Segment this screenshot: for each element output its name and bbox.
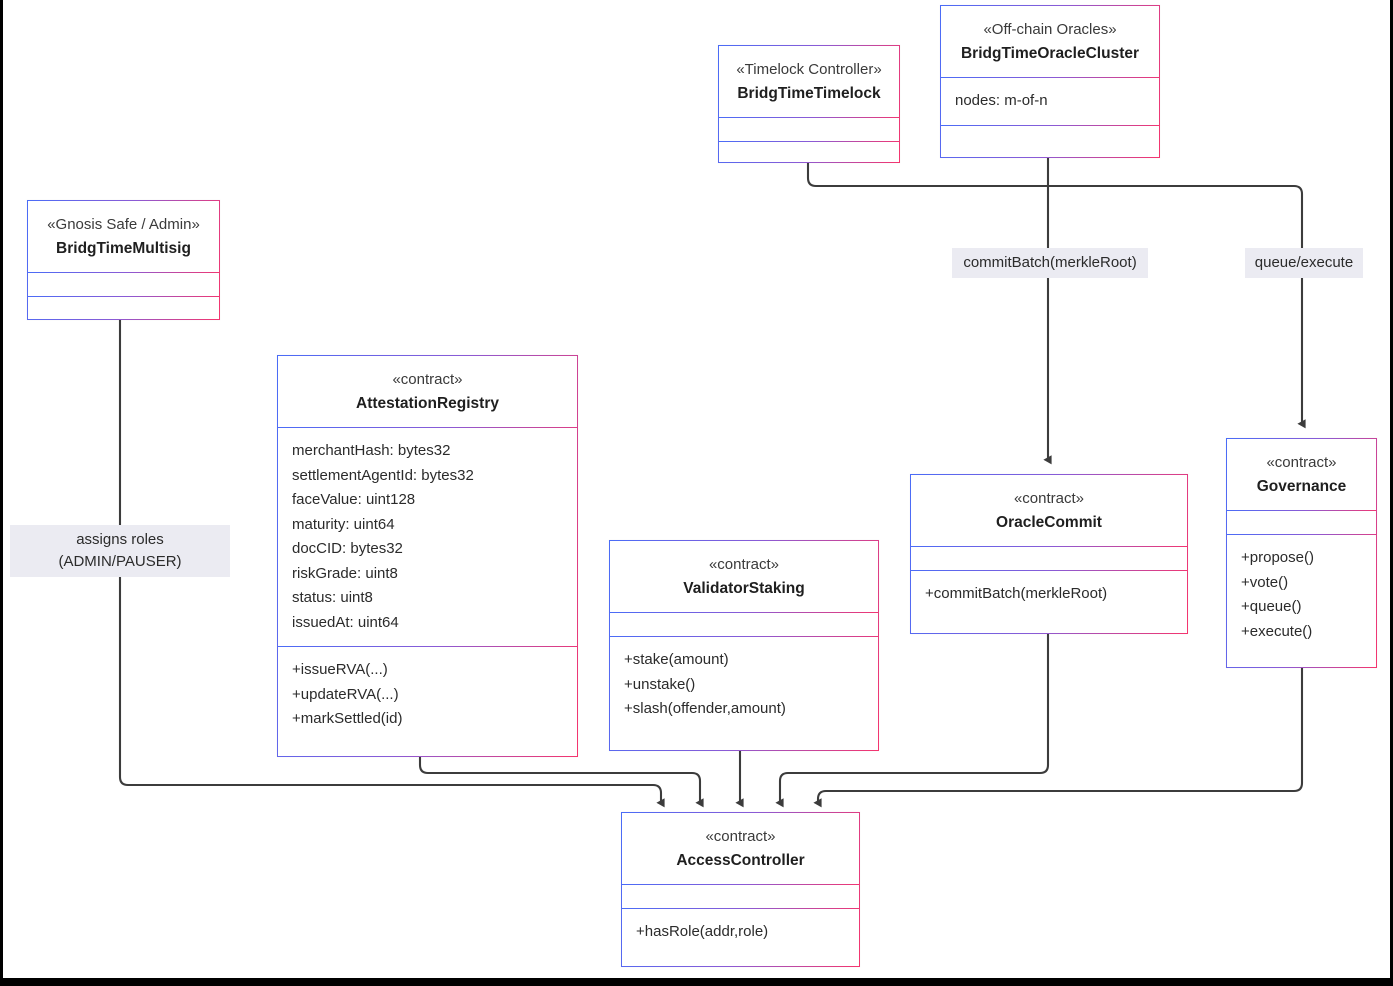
node-stereotype: «contract» (1013, 490, 1085, 507)
attribute-row: status: uint8 (292, 589, 373, 606)
edge-timelock-to-governance (806, 163, 1306, 429)
node-attributes (719, 117, 899, 141)
edge-attestationregistry-to-accesscontroller (418, 757, 704, 808)
node-stereotype: «Timelock Controller» (736, 61, 882, 78)
frame-edge-bottom (0, 978, 1393, 986)
operation-row: +markSettled(id) (292, 710, 403, 727)
node-class-name: OracleCommit (996, 514, 1102, 531)
node-oracle-commit[interactable]: «contract» OracleCommit +commitBatch(mer… (910, 474, 1188, 634)
node-attributes (622, 884, 859, 908)
edge-label-assigns-roles: assigns roles (ADMIN/PAUSER) (10, 525, 230, 577)
operation-row: +hasRole(addr,role) (636, 923, 769, 940)
edge-label-commit-batch: commitBatch(merkleRoot) (952, 248, 1148, 278)
operation-row: +vote() (1241, 573, 1289, 591)
operation-row: +updateRVA(...) (292, 685, 399, 703)
node-header: «contract» AttestationRegistry (278, 356, 577, 427)
edge-governance-to-accesscontroller (813, 668, 1304, 808)
node-operations: +stake(amount) +unstake() +slash(offende… (610, 636, 878, 733)
node-attributes (1227, 510, 1376, 534)
attribute-row: settlementAgentId: bytes32 (292, 466, 474, 484)
node-attributes: merchantHash: bytes32 settlementAgentId:… (278, 427, 577, 646)
node-header: «contract» ValidatorStaking (610, 541, 878, 612)
node-class-name: AttestationRegistry (356, 395, 499, 412)
node-class-name: BridgTimeOracleCluster (960, 45, 1140, 62)
attribute-row: maturity: uint64 (292, 515, 395, 533)
node-attributes (28, 272, 219, 296)
node-attributes (911, 546, 1187, 570)
node-operations (941, 124, 1159, 149)
operation-row: +execute() (1241, 622, 1313, 640)
node-stereotype: «contract» (705, 828, 776, 845)
node-class-name: Governance (1256, 478, 1347, 495)
node-attestation-registry[interactable]: «contract» AttestationRegistry merchantH… (277, 355, 578, 757)
node-operations (28, 296, 219, 320)
node-operations: +commitBatch(merkleRoot) (911, 570, 1187, 618)
operation-row: +issueRVA(...) (292, 661, 388, 678)
node-class-name: BridgTimeTimelock (737, 85, 881, 102)
attribute-row: riskGrade: uint8 (292, 564, 398, 582)
node-operations: +propose() +vote() +queue() +execute() (1227, 534, 1376, 655)
node-attributes: nodes: m-of-n (941, 77, 1159, 125)
node-stereotype: «Off-chain Oracles» (983, 21, 1117, 38)
node-validator-staking[interactable]: «contract» ValidatorStaking +stake(amoun… (609, 540, 879, 751)
node-attributes (610, 612, 878, 636)
node-header: «Timelock Controller» BridgTimeTimelock (719, 46, 899, 117)
attribute-row: faceValue: uint128 (292, 491, 416, 508)
node-stereotype: «contract» (708, 556, 780, 573)
node-governance[interactable]: «contract» Governance +propose() +vote()… (1226, 438, 1377, 668)
attribute-row: docCID: bytes32 (292, 540, 403, 557)
operation-row: +queue() (1241, 598, 1302, 615)
frame-edge-left (0, 0, 3, 986)
node-access-controller[interactable]: «contract» AccessController +hasRole(add… (621, 812, 860, 967)
attribute-row: nodes: m-of-n (955, 92, 1048, 109)
node-header: «Off-chain Oracles» BridgTimeOracleClust… (941, 6, 1159, 77)
node-class-name: AccessController (676, 852, 805, 869)
node-class-name: BridgTimeMultisig (56, 240, 191, 257)
node-stereotype: «contract» (1266, 454, 1337, 471)
operation-row: +stake(amount) (624, 651, 729, 668)
node-bridgtime-multisig[interactable]: «Gnosis Safe / Admin» BridgTimeMultisig (27, 200, 220, 320)
attribute-row: merchantHash: bytes32 (292, 442, 451, 459)
node-bridgtime-timelock[interactable]: «Timelock Controller» BridgTimeTimelock (718, 45, 900, 165)
node-header: «contract» Governance (1227, 439, 1376, 510)
node-operations (719, 141, 899, 165)
node-header: «Gnosis Safe / Admin» BridgTimeMultisig (28, 201, 219, 272)
node-operations: +hasRole(addr,role) (622, 908, 859, 956)
node-header: «contract» AccessController (622, 813, 859, 884)
node-stereotype: «Gnosis Safe / Admin» (47, 216, 200, 233)
node-bridgtime-oracle-cluster[interactable]: «Off-chain Oracles» BridgTimeOracleClust… (940, 5, 1160, 158)
attribute-row: issuedAt: uint64 (292, 613, 399, 631)
edge-label-queue-execute: queue/execute (1245, 248, 1363, 278)
operation-row: +propose() (1241, 549, 1314, 566)
frame-edge-right (1390, 0, 1393, 986)
operation-row: +slash(offender,amount) (624, 700, 786, 717)
node-stereotype: «contract» (392, 371, 463, 388)
node-class-name: ValidatorStaking (683, 580, 805, 597)
node-operations: +issueRVA(...) +updateRVA(...) +markSett… (278, 646, 577, 743)
node-header: «contract» OracleCommit (911, 475, 1187, 546)
operation-row: +unstake() (624, 675, 696, 693)
operation-row: +commitBatch(merkleRoot) (925, 585, 1108, 602)
